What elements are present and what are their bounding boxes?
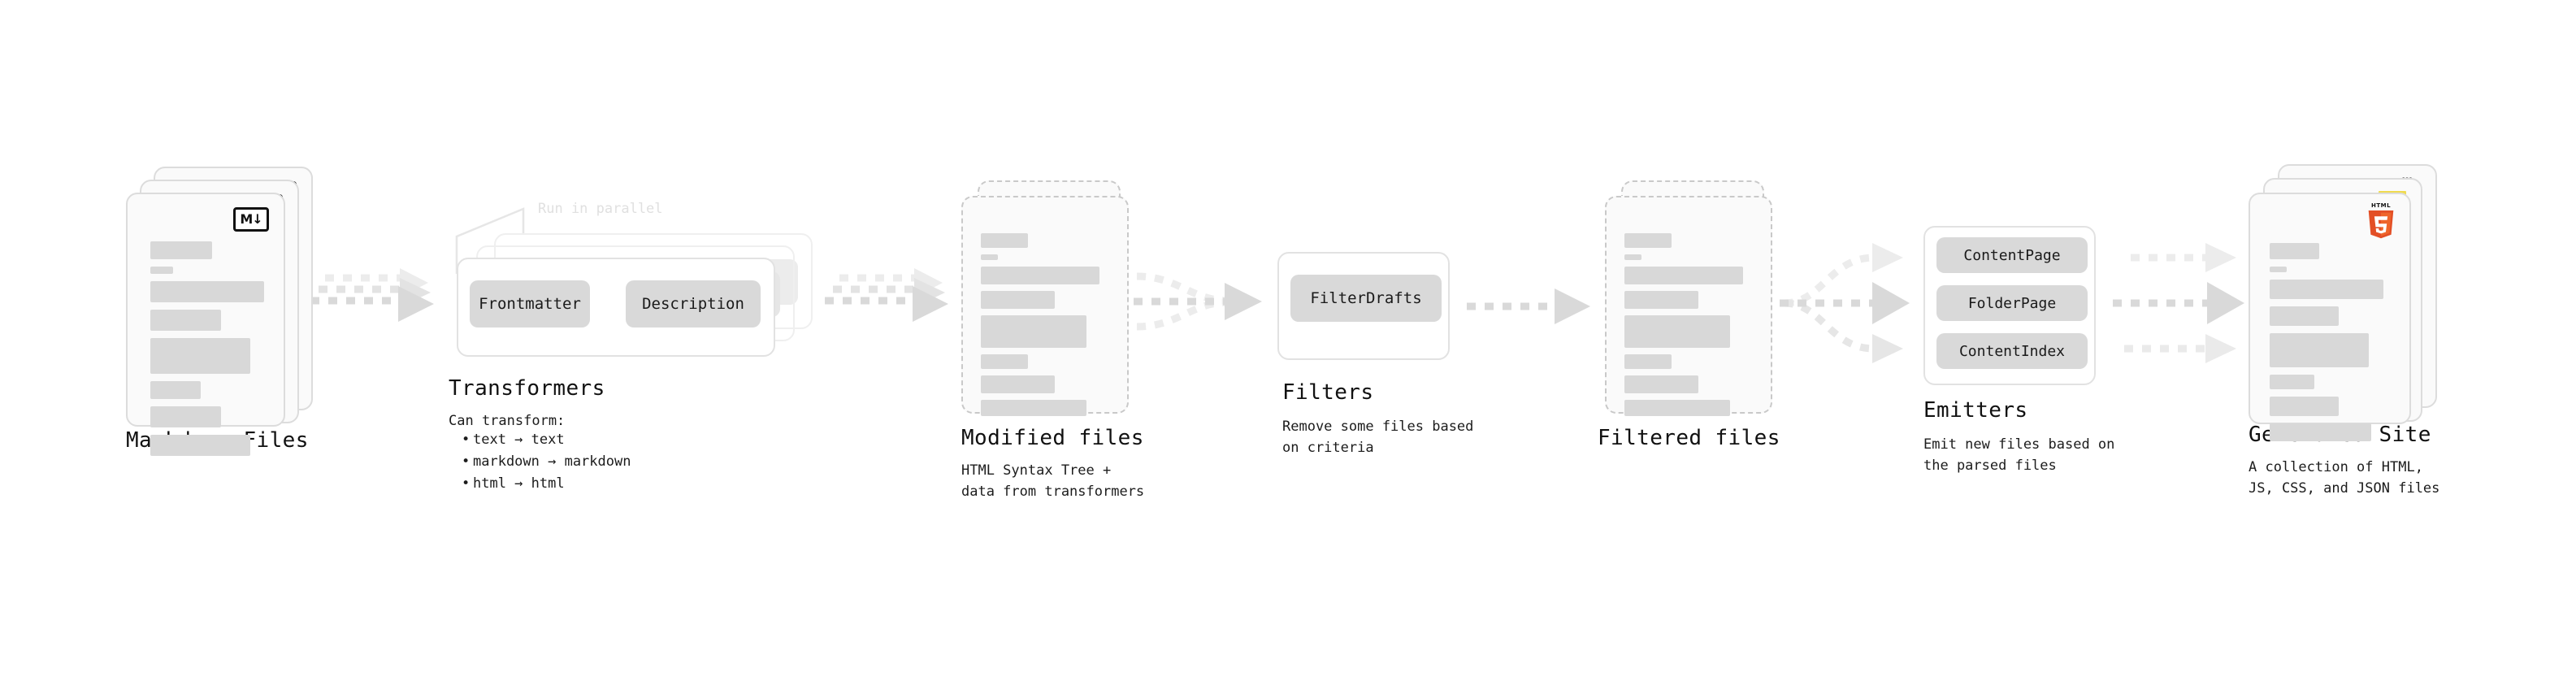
stage-title-modified-files: Modified files [961,426,1144,450]
modified-files-description: HTML Syntax Tree + data from transformer… [961,462,1145,501]
transformers-panel: Frontmatter Description [457,258,775,357]
filters-description: Remove some files based on criteria [1282,419,1474,457]
placeholder-line [1624,254,1642,260]
generated-site-description: A collection of HTML, JS, CSS, and JSON … [2249,459,2440,497]
connector-transformers-to-modified [825,268,955,341]
placeholder-line [2270,423,2371,441]
placeholder-line [2270,397,2340,416]
html5-badge-text: HTML [2370,202,2392,209]
stage-title-transformers: Transformers [449,376,605,401]
html5-shield-shape [2368,210,2394,239]
markdown-badge-text: M↓ [240,211,262,227]
modified-card-front [961,196,1129,416]
plugin-chip-frontmatter[interactable]: Frontmatter [470,280,590,327]
connector-md-to-transformers [310,268,440,341]
placeholder-line [981,291,1055,309]
placeholder-line [2270,243,2319,259]
connector-svg [1780,243,1910,363]
emitters-description: Emit new files based on the parsed files [1923,436,2115,475]
connector-svg [1134,272,1262,331]
site-placeholder-lines [2270,243,2393,441]
markdown-card-front: M↓ [126,193,285,456]
placeholder-line [150,267,173,274]
placeholder-line [150,281,264,302]
markdown-file-stack: M↓ M↓ M↓ [126,167,313,456]
placeholder-line [2270,333,2369,367]
transformers-description: Can transform: [449,413,566,429]
plugin-chip-folderpage[interactable]: FolderPage [1936,285,2088,321]
placeholder-line [981,267,1099,284]
placeholder-line [150,435,251,456]
placeholder-line [1624,354,1672,369]
placeholder-line [150,241,212,259]
modified-placeholder-lines [981,233,1112,416]
modified-file-stack [961,180,1132,424]
placeholder-line [981,354,1029,369]
filtered-file-stack [1605,180,1776,424]
generated-site-stack: CSS HTML [2249,164,2444,441]
placeholder-line [981,254,999,260]
bullet-item: text → text [462,429,631,451]
placeholder-line [2270,280,2383,299]
plugin-chip-filterdrafts[interactable]: FilterDrafts [1290,275,1442,322]
placeholder-line [981,315,1086,348]
placeholder-line [150,381,201,399]
emitters-panel: ContentPage FolderPage ContentIndex [1923,226,2096,385]
placeholder-line [981,375,1055,393]
placeholder-line [1624,291,1698,309]
placeholder-line [2270,306,2340,326]
connector-svg [1467,288,1590,324]
stage-filtered-files [1605,180,1776,424]
placeholder-line [1624,400,1730,416]
connector-svg [310,268,434,322]
filtered-card-front [1605,196,1772,416]
markdown-placeholder-lines [150,241,264,456]
stage-title-filters: Filters [1282,380,1374,405]
markdown-icon: M↓ [233,207,269,232]
connector-filters-to-filtered [1467,288,1597,337]
html5-icon: HTML [2366,202,2396,240]
placeholder-line [981,233,1029,248]
stage-title-emitters: Emitters [1923,398,2028,423]
site-card-front: HTML [2249,193,2411,441]
bullet-item: html → html [462,473,631,495]
connector-emitters-to-site [2113,232,2263,374]
connector-filtered-to-emitters [1780,232,1926,374]
placeholder-line [981,400,1086,416]
stage-markdown-files: M↓ M↓ M↓ [126,167,313,456]
stage-modified-files [961,180,1132,424]
placeholder-line [1624,375,1698,393]
stage-generated-site: CSS HTML [2249,164,2444,441]
connector-svg [825,268,948,322]
run-in-parallel-bracket [455,207,525,274]
placeholder-line [1624,267,1743,284]
bullet-item: markdown → markdown [462,451,631,473]
filters-panel: FilterDrafts [1277,252,1450,360]
plugin-chip-contentindex[interactable]: ContentIndex [1936,333,2088,369]
placeholder-line [1624,233,1672,248]
placeholder-line [2270,375,2314,389]
run-in-parallel-label: Run in parallel [538,201,663,217]
placeholder-line [150,338,251,374]
plugin-chip-description[interactable]: Description [626,280,761,327]
placeholder-line [1624,315,1730,348]
filtered-placeholder-lines [1624,233,1756,416]
connector-svg [2113,243,2244,363]
connector-modified-to-filters [1134,268,1272,358]
placeholder-line [2270,267,2288,272]
plugin-chip-contentpage[interactable]: ContentPage [1936,237,2088,273]
placeholder-line [150,310,221,331]
transformers-bullet-list: text → text markdown → markdown html → h… [449,429,631,496]
stage-title-filtered-files: Filtered files [1598,426,1780,450]
placeholder-line [150,406,221,427]
